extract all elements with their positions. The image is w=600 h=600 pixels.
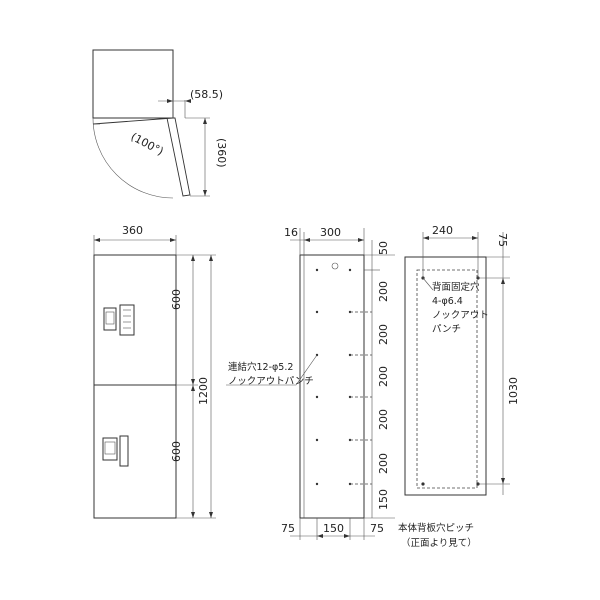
arrowhead	[167, 99, 173, 103]
door-swing-arc	[92, 117, 174, 199]
dim-back-width: 240	[432, 224, 453, 237]
arrowhead	[472, 236, 478, 240]
connection-hole	[348, 268, 352, 272]
arrowhead	[191, 512, 195, 518]
back-inner-outline	[416, 269, 478, 489]
arrowhead	[209, 255, 213, 261]
dim-depth: (360)	[215, 138, 228, 168]
arrowhead	[185, 99, 191, 103]
door-open-line	[92, 117, 174, 125]
arrowhead	[203, 190, 207, 196]
arrowhead	[358, 238, 364, 242]
upper-keypad-icon	[119, 304, 135, 336]
side-view-panel	[299, 254, 365, 519]
dim-bottom-pitch: 150	[377, 489, 390, 510]
note-leader	[226, 354, 318, 386]
dim-bottom-right: 75	[370, 522, 384, 535]
arrowhead	[191, 255, 195, 261]
dim-bottom-left: 75	[281, 522, 295, 535]
dim-top-margin: 50	[377, 241, 390, 255]
back-note-3: ノックアウト	[432, 310, 489, 321]
connection-hole	[315, 395, 319, 399]
dim-lower-height: 600	[170, 441, 183, 462]
dim-total-height: 1200	[197, 377, 210, 405]
arrowhead	[304, 238, 310, 242]
connection-hole	[315, 268, 319, 272]
lower-handle-icon	[119, 435, 129, 467]
dim-bottom-center: 150	[323, 522, 344, 535]
lock-window	[105, 311, 115, 325]
arrowhead	[203, 118, 207, 124]
dim-door-offset: (58.5)	[190, 88, 223, 101]
connection-hole	[315, 310, 319, 314]
back-note-4: パンチ	[432, 324, 461, 335]
top-view-cabinet	[92, 49, 174, 119]
back-view: 240 75 1030 背面固定穴 4-φ6.4 ノックアウト パンチ 本体背板…	[398, 224, 520, 549]
upper-lock-icon	[103, 307, 117, 331]
front-view: 360 600 600 1200	[93, 224, 216, 519]
top-view: (58.5) (360) (100°)	[92, 49, 228, 199]
dim-side-width: 300	[320, 226, 341, 239]
dim-back-top-offset: 75	[496, 233, 509, 247]
back-note-1: 背面固定穴	[432, 281, 480, 293]
dim-front-width: 360	[122, 224, 143, 237]
back-note-2: 4-φ6.4	[432, 296, 463, 307]
back-caption-2: （正面より見て）	[401, 537, 477, 549]
door-closed-panel	[166, 117, 191, 197]
arrowhead	[501, 278, 505, 284]
lock-window	[104, 441, 116, 455]
connection-hole	[315, 482, 319, 486]
lower-lock-icon	[102, 437, 118, 461]
dim-open-angle: (100°)	[129, 130, 166, 158]
dim-side-offset: 16	[284, 226, 298, 239]
back-view-panel	[404, 256, 487, 496]
note-leader	[422, 277, 434, 291]
dim-pitch-2: 200	[377, 324, 390, 345]
dim-pitch-3: 200	[377, 366, 390, 387]
dim-pitch-4: 200	[377, 409, 390, 430]
knockout-note: ノックアウトパンチ	[228, 376, 314, 387]
dim-pitch-5: 200	[377, 453, 390, 474]
fixing-hole	[421, 482, 425, 486]
back-caption-1: 本体背板穴ピッチ	[398, 522, 474, 534]
dim-back-height: 1030	[507, 377, 520, 405]
arrowhead	[209, 512, 213, 518]
dim-pitch-1: 200	[377, 281, 390, 302]
arrowhead	[191, 385, 195, 391]
arrowhead	[94, 238, 100, 242]
arrowhead	[317, 534, 323, 538]
dim-upper-height: 600	[170, 289, 183, 310]
arrowhead	[170, 238, 176, 242]
top-hole-icon	[331, 262, 339, 270]
connection-holes-note: 連結穴12-φ5.2	[228, 361, 293, 373]
arrowhead	[191, 379, 195, 385]
connection-hole	[315, 438, 319, 442]
arrowhead	[344, 534, 350, 538]
arrowhead	[423, 236, 429, 240]
side-view: 16 300 50 200 200 200 200 200 150 75 150…	[226, 226, 395, 540]
arrowhead	[501, 478, 505, 484]
